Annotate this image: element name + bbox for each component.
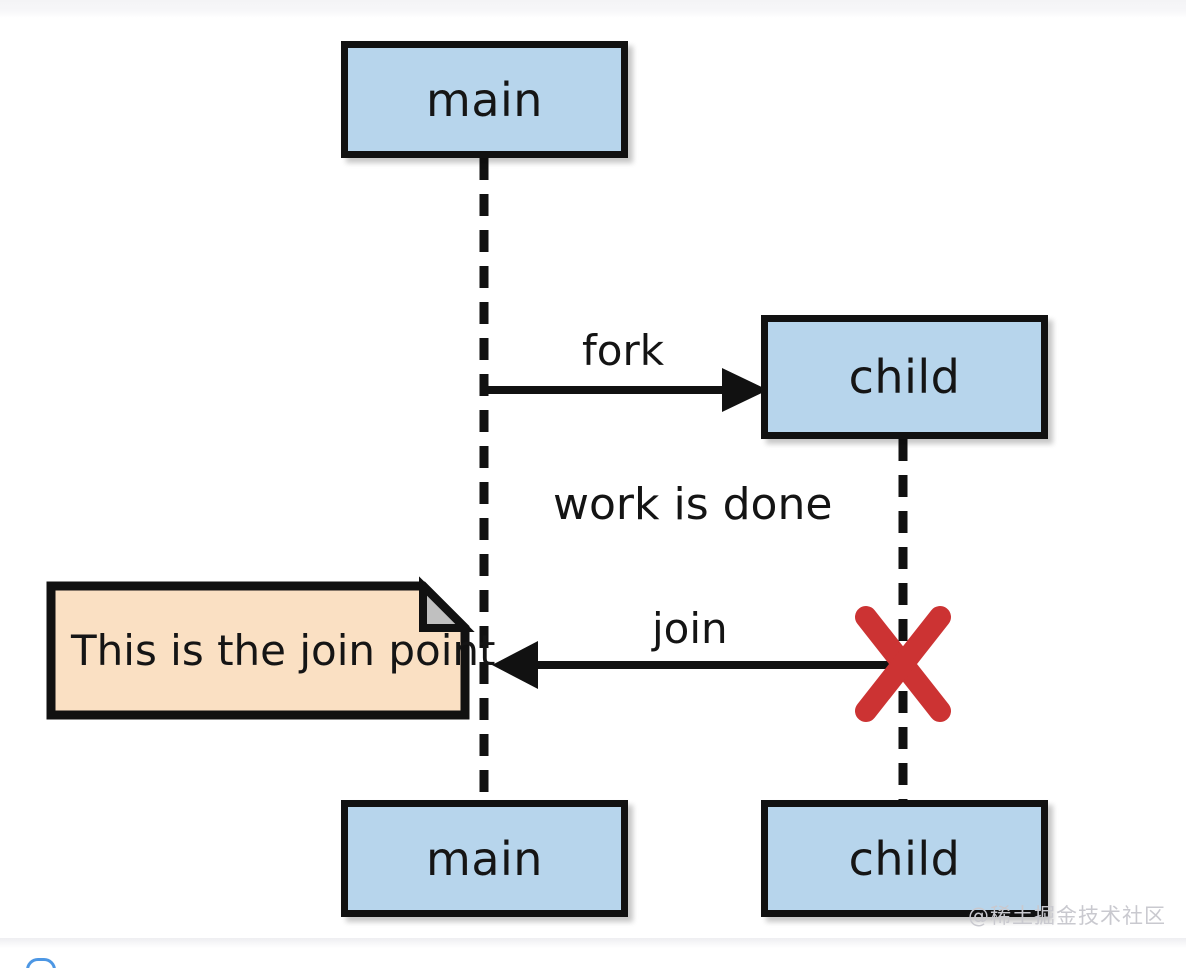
join-point-note-shape bbox=[46, 576, 475, 720]
top-edge-band bbox=[0, 0, 1186, 18]
join-message-arrow bbox=[492, 641, 903, 689]
child-termination-x-icon bbox=[855, 606, 951, 722]
lifeline-box-label: main bbox=[426, 72, 543, 127]
lifeline-box-main-bottom[interactable]: main bbox=[341, 800, 628, 917]
fork-message-arrow bbox=[487, 368, 768, 412]
join-point-note[interactable]: This is the join point bbox=[51, 586, 495, 715]
work-is-done-label: work is done bbox=[553, 479, 833, 530]
lifeline-box-label: main bbox=[426, 831, 543, 886]
lifeline-box-child-top[interactable]: child bbox=[761, 315, 1048, 439]
lifeline-box-label: child bbox=[848, 350, 961, 404]
join-point-note-label: This is the join point bbox=[71, 625, 496, 675]
bottom-edge-band bbox=[0, 938, 1186, 948]
lifeline-box-child-bottom[interactable]: child bbox=[761, 800, 1048, 917]
lifeline-box-label: child bbox=[848, 831, 961, 886]
join-message-label: join bbox=[652, 604, 728, 653]
watermark-text: @稀土掘金技术社区 bbox=[968, 904, 1166, 928]
fork-message-label: fork bbox=[582, 326, 665, 375]
lifeline-box-main-top[interactable]: main bbox=[341, 41, 628, 158]
